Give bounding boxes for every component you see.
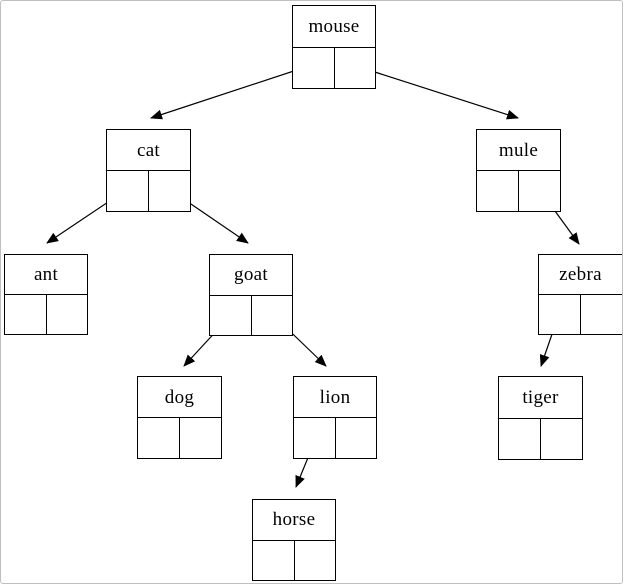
left-pointer-cell: [293, 47, 335, 88]
right-pointer-cell: [180, 418, 221, 458]
left-pointer-cell: [539, 295, 581, 334]
pointer-cells: [5, 295, 87, 334]
pointer-cells: [253, 540, 336, 581]
tree-node-zebra: zebra: [538, 254, 622, 335]
pointer-cells: [210, 295, 293, 336]
pointer-cells: [499, 418, 582, 460]
node-label-cat: cat: [107, 130, 190, 171]
right-pointer-cell: [336, 418, 377, 458]
left-pointer-cell: [294, 418, 336, 458]
left-pointer-cell: [107, 171, 149, 211]
node-label-horse: horse: [253, 500, 335, 541]
left-pointer-cell: [477, 171, 519, 211]
tree-node-ant: ant: [4, 254, 88, 335]
left-pointer-cell: [499, 418, 541, 459]
left-pointer-cell: [253, 540, 295, 580]
tree-node-cat: cat: [106, 129, 191, 212]
tree-node-mouse: mouse: [292, 5, 376, 89]
right-pointer-cell: [47, 295, 88, 334]
tree-node-lion: lion: [293, 376, 377, 459]
pointer-cells: [294, 418, 376, 458]
node-label-lion: lion: [294, 377, 376, 418]
left-pointer-cell: [210, 295, 252, 335]
node-label-goat: goat: [210, 255, 292, 296]
right-pointer-cell: [252, 296, 293, 336]
tree-node-mule: mule: [476, 129, 561, 212]
tree-node-goat: goat: [209, 254, 293, 336]
node-label-ant: ant: [5, 255, 87, 295]
right-pointer-cell: [541, 419, 582, 460]
node-label-mule: mule: [477, 130, 560, 171]
left-pointer-cell: [5, 295, 47, 334]
left-pointer-cell: [138, 418, 180, 458]
node-label-zebra: zebra: [539, 255, 622, 295]
right-pointer-cell: [581, 295, 622, 334]
right-pointer-cell: [335, 48, 376, 89]
node-label-tiger: tiger: [499, 377, 582, 419]
node-label-mouse: mouse: [293, 6, 375, 48]
tree-node-tiger: tiger: [498, 376, 583, 460]
tree-node-horse: horse: [252, 499, 336, 581]
pointer-cells: [107, 171, 190, 211]
right-pointer-cell: [149, 171, 190, 211]
pointer-cells: [293, 47, 376, 89]
pointer-cells: [477, 171, 560, 211]
pointer-cells: [138, 418, 221, 458]
pointer-cells: [539, 295, 622, 334]
node-label-dog: dog: [138, 377, 221, 418]
tree-node-dog: dog: [137, 376, 222, 459]
right-pointer-cell: [295, 541, 336, 581]
right-pointer-cell: [519, 171, 560, 211]
